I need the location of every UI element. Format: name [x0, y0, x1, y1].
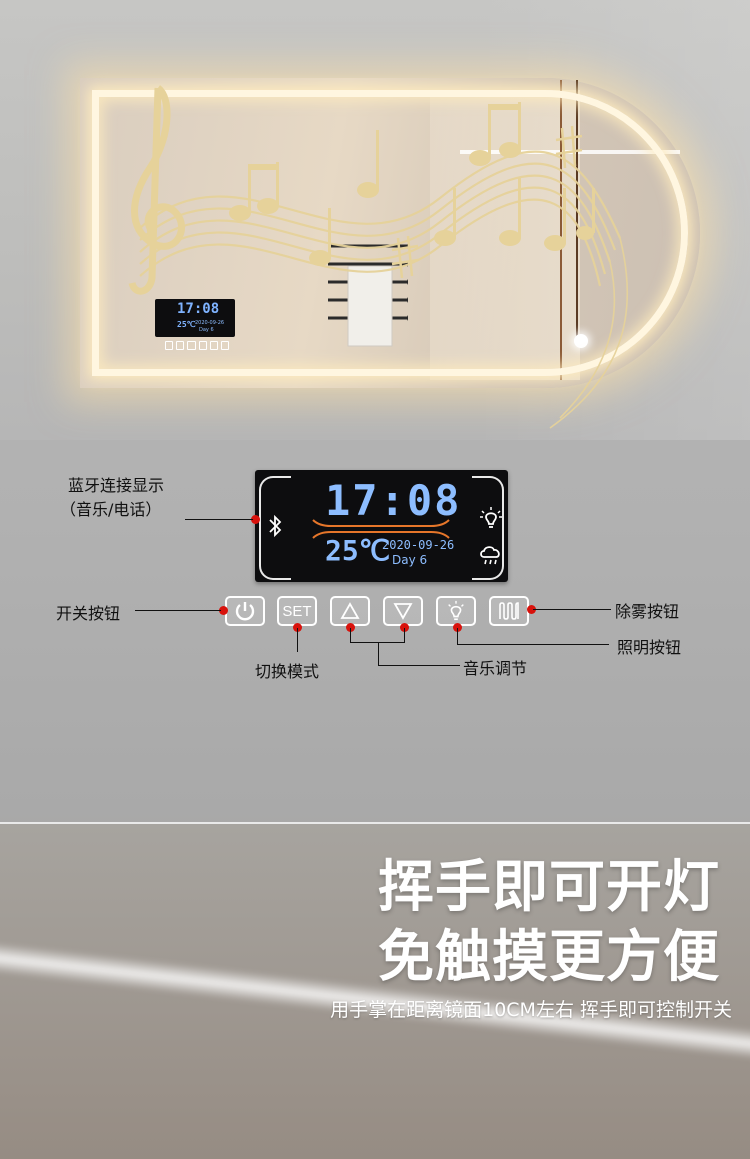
volume-up-button[interactable] — [330, 596, 370, 626]
mini-temperature: 25℃ — [177, 320, 196, 329]
mirror-scene: 17:08 25℃ 2020-09-26 Day 6 — [0, 0, 750, 440]
triangle-up-icon — [340, 602, 360, 619]
mini-power-button[interactable] — [165, 341, 174, 350]
display-divider — [312, 519, 450, 539]
mini-up-button[interactable] — [187, 341, 196, 350]
label-music: 音乐调节 — [463, 659, 528, 678]
mini-set-button[interactable] — [176, 341, 185, 350]
callout-dot-defog — [527, 605, 536, 614]
callout-dot-bluetooth — [251, 515, 260, 524]
light-bulb-icon — [448, 600, 464, 621]
label-bluetooth-sub: （音乐/电话） — [60, 500, 162, 519]
heater-coil-icon — [499, 602, 519, 620]
label-bluetooth: 蓝牙连接显示 — [68, 476, 165, 495]
mini-display: 17:08 25℃ 2020-09-26 Day 6 — [155, 299, 235, 337]
defog-button[interactable] — [489, 596, 529, 626]
callout-line-up-down — [350, 642, 405, 643]
callout-line-light-stem — [457, 628, 458, 645]
callout-line-bluetooth — [185, 519, 253, 520]
mini-time: 17:08 — [177, 301, 220, 317]
callout-line-defog — [533, 609, 611, 610]
mini-day: Day 6 — [199, 327, 214, 333]
callout-dot-mode — [293, 623, 302, 632]
mini-defog-button[interactable] — [220, 341, 230, 350]
promo-subline: 用手掌在距离镜面10CM左右 挥手即可控制开关 — [330, 999, 732, 1021]
light-button[interactable] — [436, 596, 476, 626]
callout-dot-light — [453, 623, 462, 632]
display-date: 2020-09-26 — [382, 538, 455, 552]
callout-dot-down — [400, 623, 409, 632]
headline-wave: 挥手即可开灯 — [378, 855, 720, 920]
weather-icon — [480, 546, 500, 565]
mini-buttons — [165, 341, 230, 350]
led-light-frame — [92, 90, 688, 376]
callout-line-down — [404, 628, 405, 642]
callout-line-music-stem — [378, 642, 379, 666]
triangle-down-icon — [393, 603, 413, 620]
set-button[interactable]: SET — [277, 596, 317, 626]
headline-touchless: 免触摸更方便 — [378, 925, 720, 990]
mini-light-button[interactable] — [209, 341, 218, 350]
callout-line-light — [457, 644, 609, 645]
bluetooth-bracket — [259, 476, 291, 580]
volume-down-button[interactable] — [383, 596, 423, 626]
callout-line-mode — [297, 628, 298, 652]
label-mode: 切换模式 — [255, 662, 320, 681]
mini-down-button[interactable] — [198, 341, 207, 350]
display-temperature: 25℃ — [325, 534, 391, 567]
label-light: 照明按钮 — [617, 638, 682, 657]
bluetooth-icon — [269, 514, 282, 538]
display-time: 17:08 — [325, 476, 462, 525]
power-icon — [235, 602, 255, 621]
music-notes-decoration — [128, 85, 629, 429]
control-display: 17:08 25℃ 2020-09-26 Day 6 — [255, 470, 508, 582]
light-bulb-icon — [480, 507, 502, 528]
status-bracket — [472, 476, 504, 580]
power-button[interactable] — [225, 596, 265, 626]
mini-date: 2020-09-26 — [195, 320, 225, 326]
label-power: 开关按钮 — [56, 604, 121, 623]
label-defog: 除雾按钮 — [615, 602, 680, 621]
callout-dot-up — [346, 623, 355, 632]
callout-line-music — [378, 665, 460, 666]
callout-line-power — [135, 610, 221, 611]
callout-dot-power — [219, 606, 228, 615]
set-button-label: SET — [282, 602, 312, 620]
callout-line-up — [350, 628, 351, 642]
display-day: Day 6 — [392, 553, 428, 567]
